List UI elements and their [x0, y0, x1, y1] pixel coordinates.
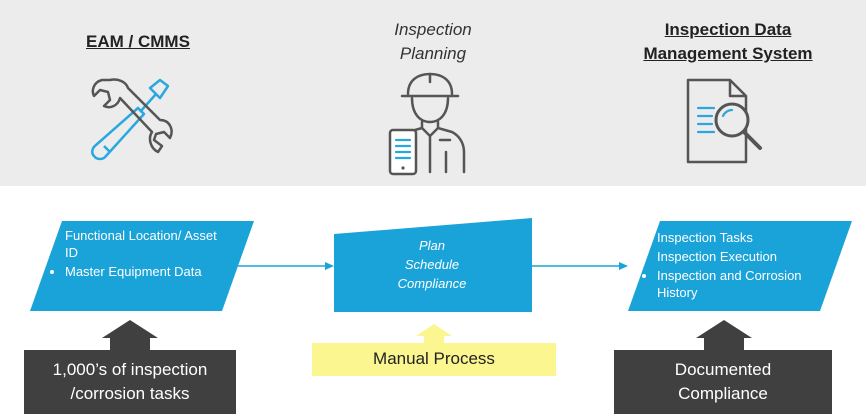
eam-cmms-title: EAM / CMMS	[86, 32, 190, 51]
inspection-planning-title-line2: Planning	[399, 44, 467, 63]
header-band	[0, 0, 866, 186]
right-shape-text: Inspection Tasks Inspection Execution In…	[644, 229, 834, 303]
connector-right-arrowhead	[619, 262, 628, 270]
idms-title: Inspection Data Management System	[608, 18, 848, 66]
bottom-left-box-bg	[24, 350, 236, 414]
document-search-icon	[686, 78, 762, 164]
left-shape-item: Master Equipment Data	[65, 263, 232, 280]
bottom-right-box-bg	[614, 350, 832, 414]
left-shape-text: Functional Location/ Asset ID Master Equ…	[52, 227, 232, 282]
idms-title-line1: Inspection Data	[664, 20, 792, 39]
connector-left-arrowhead	[325, 262, 334, 270]
left-data-shape	[30, 221, 254, 311]
middle-shape-line: Plan	[418, 238, 446, 253]
middle-shape-text: Plan Schedule Compliance	[334, 236, 530, 293]
bottom-right-line: Compliance	[678, 384, 768, 403]
bottom-left-line: 1,000’s of inspection	[52, 360, 208, 379]
bottom-right-box: Documented Compliance	[614, 358, 832, 406]
middle-shape-line: Compliance	[397, 276, 467, 291]
right-up-arrow	[696, 320, 752, 350]
inspection-planning-title: Inspection Planning	[313, 18, 553, 66]
manual-process-label: Manual Process	[373, 349, 495, 368]
middle-shape-line: Schedule	[404, 257, 460, 272]
idms-title-line2: Management System	[643, 44, 813, 63]
bottom-left-line: /corrosion tasks	[70, 384, 190, 403]
inspection-planning-title-line1: Inspection	[394, 20, 472, 39]
bottom-middle-box-bg	[312, 343, 556, 376]
middle-up-arrow	[416, 324, 452, 346]
worker-tablet-icon	[388, 72, 466, 176]
manual-process-box: Manual Process	[312, 347, 556, 371]
right-shape-item: Inspection and Corrosion History	[657, 267, 834, 301]
wrench-screwdriver-icon	[91, 78, 173, 161]
right-data-shape	[628, 221, 852, 311]
right-shape-item: Inspection Tasks	[657, 229, 834, 246]
left-up-arrow	[102, 320, 158, 350]
left-shape-item: Functional Location/ Asset ID	[65, 227, 232, 261]
bottom-right-line: Documented	[674, 360, 772, 379]
right-shape-item: Inspection Execution	[657, 248, 834, 265]
middle-process-shape	[334, 218, 532, 312]
bottom-left-box: 1,000’s of inspection /corrosion tasks	[24, 358, 236, 406]
